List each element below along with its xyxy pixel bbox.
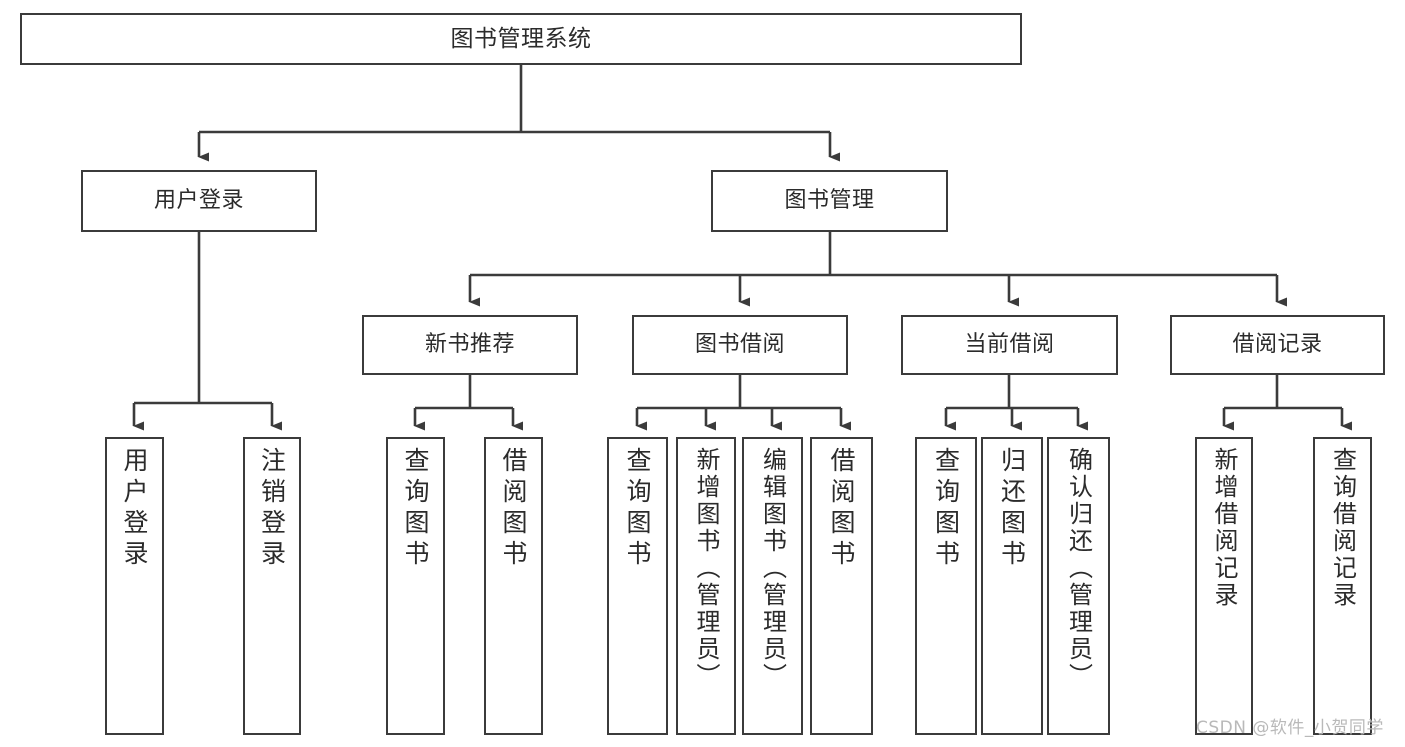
leaf-add-book-admin[interactable]: 新增图书（管理员） [676, 437, 736, 735]
node-label: 用户登录 [120, 447, 149, 571]
node-label: 查询图书 [623, 447, 652, 571]
leaf-borrow-book[interactable]: 借阅图书 [810, 437, 873, 735]
node-label: 编辑图书（管理员） [758, 447, 787, 690]
node-book-management[interactable]: 图书管理 [711, 170, 948, 232]
leaf-return-book[interactable]: 归还图书 [981, 437, 1043, 735]
node-label: 确认归还（管理员） [1064, 447, 1093, 690]
csdn-watermark: CSDN @软件_小贺同学 [1196, 718, 1384, 738]
node-label: 新增图书（管理员） [692, 447, 720, 690]
node-label: 用户登录 [153, 188, 244, 214]
node-label: 图书管理 [784, 188, 875, 214]
node-label: 新书推荐 [424, 332, 515, 358]
node-label: 图书借阅 [694, 332, 785, 358]
node-label: 借阅图书 [499, 447, 528, 571]
leaf-edit-book-admin[interactable]: 编辑图书（管理员） [742, 437, 803, 735]
leaf-confirm-return-admin[interactable]: 确认归还（管理员） [1047, 437, 1110, 735]
leaf-borrow-book-recommend[interactable]: 借阅图书 [484, 437, 543, 735]
node-current-borrow[interactable]: 当前借阅 [901, 315, 1118, 375]
leaf-add-borrow-record[interactable]: 新增借阅记录 [1195, 437, 1253, 735]
node-user-login[interactable]: 用户登录 [81, 170, 317, 232]
node-new-book-recommend[interactable]: 新书推荐 [362, 315, 578, 375]
node-root[interactable]: 图书管理系统 [20, 13, 1022, 65]
node-borrow-record[interactable]: 借阅记录 [1170, 315, 1385, 375]
node-label: 借阅图书 [827, 447, 856, 571]
node-book-borrow[interactable]: 图书借阅 [632, 315, 848, 375]
leaf-query-borrow-record[interactable]: 查询借阅记录 [1313, 437, 1372, 735]
node-label: 借阅记录 [1232, 332, 1323, 358]
node-label: 当前借阅 [964, 332, 1055, 358]
node-label: 归还图书 [997, 447, 1027, 571]
leaf-query-book-borrow[interactable]: 查询图书 [607, 437, 668, 735]
leaf-user-login[interactable]: 用户登录 [105, 437, 164, 735]
node-label: 查询图书 [401, 447, 430, 571]
node-label: 注销登录 [257, 447, 287, 571]
leaf-query-book-current[interactable]: 查询图书 [915, 437, 977, 735]
node-label: 查询借阅记录 [1328, 447, 1357, 609]
node-label: 新增借阅记录 [1210, 447, 1238, 609]
leaf-query-book-recommend[interactable]: 查询图书 [386, 437, 445, 735]
node-label: 图书管理系统 [450, 25, 592, 52]
leaf-logout[interactable]: 注销登录 [243, 437, 301, 735]
node-label: 查询图书 [931, 447, 961, 571]
